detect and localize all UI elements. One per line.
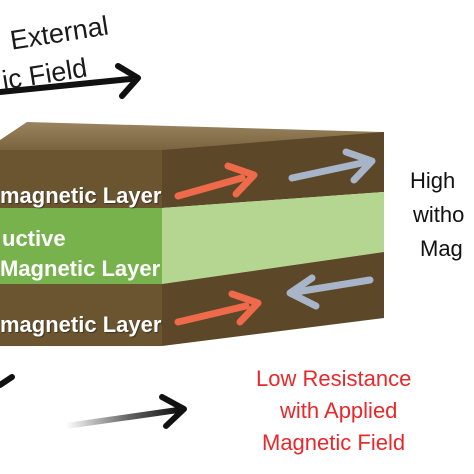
nonmagnetic-layer-front bbox=[0, 208, 162, 284]
low-resistance-line2: with Applied bbox=[280, 398, 398, 423]
arrow-right-icon bbox=[174, 162, 258, 200]
bottom-magnetic-layer-front bbox=[0, 284, 162, 346]
arrow-right-icon bbox=[174, 290, 262, 326]
top-magnetic-layer-side bbox=[162, 132, 384, 208]
arrow-right-icon bbox=[288, 148, 376, 184]
bottom-layer-label: magnetic Layer bbox=[0, 312, 162, 337]
high-resistance-line3: Mag bbox=[420, 236, 463, 261]
nonmagnetic-layer-side bbox=[162, 192, 384, 284]
middle-layer-label-line1: uctive bbox=[2, 226, 66, 251]
arrow-left-icon bbox=[286, 274, 374, 310]
bottom-magnetic-layer-side bbox=[162, 252, 384, 346]
top-layer-label: magnetic Layer bbox=[0, 183, 162, 208]
top-magnetic-layer-front bbox=[0, 150, 162, 208]
middle-layer-label-line2: Magnetic Layer bbox=[0, 256, 161, 281]
applied-field-arrow bbox=[0, 374, 15, 388]
applied-field-arrow bbox=[63, 394, 187, 429]
high-resistance-line2: witho bbox=[413, 202, 465, 227]
low-resistance-line1: Low Resistance bbox=[256, 366, 412, 391]
high-resistance-line1: High bbox=[410, 168, 456, 193]
low-resistance-line3: Magnetic Field bbox=[262, 430, 406, 455]
external-field-arrow bbox=[0, 63, 141, 99]
